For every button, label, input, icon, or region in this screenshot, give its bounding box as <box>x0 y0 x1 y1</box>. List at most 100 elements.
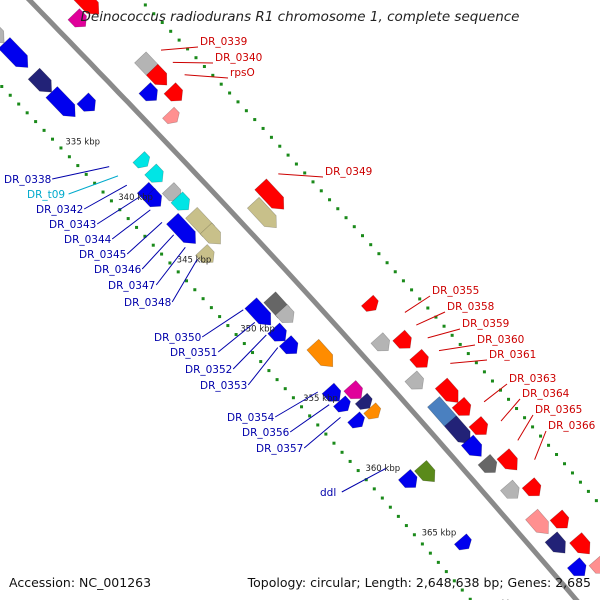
tick-dot <box>594 499 598 503</box>
tick-dot <box>466 352 470 356</box>
right-gene-label: DR_0363 <box>509 373 556 385</box>
tick-dot <box>42 128 46 132</box>
tick-dot <box>311 180 315 184</box>
left-gene-label: DR_0348 <box>124 297 171 309</box>
gene-arrow <box>254 178 285 210</box>
left-leader-line <box>232 334 267 370</box>
right-leader-line <box>160 46 199 51</box>
tick-dot <box>244 109 248 113</box>
tick-dot <box>160 252 164 256</box>
tick-dot <box>360 234 364 238</box>
right-gene-labels: DR_0339DR_0340rpsODR_0349DR_0355DR_0358D… <box>160 36 596 460</box>
left-gene-label: DR_0351 <box>170 347 217 359</box>
gene-arrow <box>588 554 600 574</box>
gene-arrow <box>246 196 277 229</box>
tick-dot <box>412 533 416 537</box>
left-gene-label: ddl <box>320 487 336 499</box>
tick-dot <box>259 360 263 364</box>
left-leader-line <box>341 468 386 493</box>
gene-arrow <box>521 477 542 497</box>
tick-dot <box>300 405 304 409</box>
left-leader-line <box>274 391 319 418</box>
tick-dot <box>442 324 446 328</box>
tick-dot <box>578 480 582 484</box>
right-leader-line <box>427 328 461 339</box>
left-gene-label: DR_0343 <box>49 219 96 231</box>
left-gene-label: DR_0354 <box>227 412 275 424</box>
right-leader-line <box>517 414 534 441</box>
gene-arrow <box>500 479 520 499</box>
tick-dot <box>547 443 551 447</box>
gene-arrow <box>453 533 472 551</box>
tick-dot <box>59 146 63 150</box>
tick-dot <box>76 164 80 168</box>
left-leader-line <box>171 259 198 303</box>
tick-dot <box>34 120 38 124</box>
tick-dot <box>356 469 360 473</box>
gene-arrow <box>392 329 412 349</box>
gene-arrow <box>0 37 29 68</box>
tick-dot <box>194 56 198 60</box>
left-gene-label: DR_0352 <box>185 364 232 376</box>
tick-dot <box>218 315 222 319</box>
tick-dot <box>286 153 290 157</box>
gene-arrow <box>360 294 379 312</box>
right-leader-line <box>450 359 488 364</box>
topology-label: Topology: circular; Length: 2,648,638 bp… <box>247 575 591 590</box>
gene-arrow <box>409 348 429 368</box>
gene-arrow <box>138 82 158 102</box>
left-gene-label: DR_0350 <box>154 332 201 344</box>
tick-dot <box>209 306 213 310</box>
right-leader-line <box>416 311 446 326</box>
tick-dot <box>236 100 240 104</box>
tick-dot <box>452 579 456 583</box>
accession-label: Accession: NC_001263 <box>9 575 152 590</box>
tick-dot <box>380 496 384 500</box>
tick-dot <box>185 279 189 283</box>
tick-dot <box>385 261 389 265</box>
left-leader-line <box>68 175 119 195</box>
tick-dot <box>143 3 147 7</box>
tick-dot <box>251 351 255 355</box>
left-leader-line <box>52 166 110 180</box>
tick-marks <box>0 3 598 600</box>
gene-arrow <box>414 460 436 483</box>
tick-dot <box>211 73 215 77</box>
gene-arrow <box>142 187 163 208</box>
tick-dot <box>450 333 454 337</box>
left-gene-label: DR_0346 <box>94 264 142 276</box>
tick-dot <box>201 297 205 301</box>
tick-dot <box>523 416 527 420</box>
tick-dot <box>319 189 323 193</box>
gene-arrow <box>163 82 183 102</box>
left-gene-label: DR_0353 <box>200 380 247 392</box>
tick-dot <box>109 199 113 203</box>
tick-dot <box>499 388 503 392</box>
tick-dot <box>275 378 279 382</box>
gene-arrow <box>363 402 382 420</box>
right-leader-line <box>172 61 214 64</box>
tick-dot <box>482 370 486 374</box>
gene-arrow <box>343 380 363 400</box>
tick-dot <box>468 597 472 600</box>
left-leader-line <box>96 197 139 225</box>
tick-dot <box>267 369 271 373</box>
right-leader-line <box>184 74 229 79</box>
left-leader-line <box>126 222 163 255</box>
gene-arrow <box>569 532 591 555</box>
tick-dot <box>396 514 400 518</box>
gene-arrow <box>404 370 424 390</box>
gene-arrow <box>451 396 472 416</box>
gene-arrow <box>566 557 587 577</box>
gene-arrow <box>195 244 215 264</box>
right-gene-label: DR_0360 <box>477 334 524 346</box>
tick-dot <box>531 425 535 429</box>
gene-arrow <box>477 453 498 473</box>
tick-dot <box>193 288 197 292</box>
tick-dot <box>17 102 21 106</box>
left-leader-line <box>155 246 186 286</box>
gene-arrow <box>468 416 489 435</box>
right-gene-label: DR_0359 <box>462 318 509 330</box>
right-leader-line <box>438 344 476 352</box>
tick-dot <box>332 441 336 445</box>
